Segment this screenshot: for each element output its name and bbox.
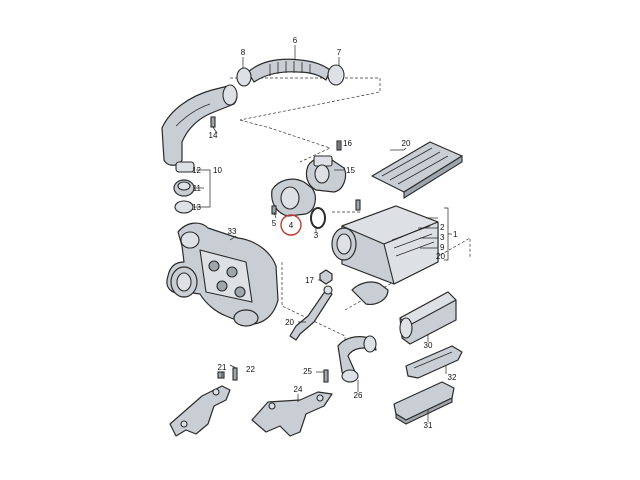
air-duct xyxy=(399,291,457,345)
callout-32: 32 xyxy=(448,373,457,382)
turbocharger-manifold xyxy=(166,222,279,327)
callout-33: 33 xyxy=(228,227,237,236)
upper-intake-hose xyxy=(236,58,345,87)
callout-20b: 20 xyxy=(436,252,445,261)
callout-20a: 20 xyxy=(402,139,411,148)
air-guide-upper xyxy=(405,345,463,379)
callout-24: 24 xyxy=(294,385,303,394)
callout-23: 22 xyxy=(246,365,255,374)
seal-ring xyxy=(310,207,326,229)
callout-22: 21 xyxy=(218,363,227,372)
callout-17: 17 xyxy=(305,276,314,285)
callout-11: 11 xyxy=(193,184,202,193)
air-mass-meter xyxy=(305,140,347,193)
intake-elbow xyxy=(337,335,377,383)
callout-8: 8 xyxy=(241,48,246,57)
mounting-bracket-left xyxy=(169,367,238,437)
callout-15: 15 xyxy=(346,166,355,175)
callout-3-left: 3 xyxy=(314,231,319,240)
callout-30: 30 xyxy=(424,341,433,350)
callout-9: 9 xyxy=(440,243,445,252)
air-filter-housing xyxy=(331,199,439,305)
callout-10: 10 xyxy=(213,166,222,175)
callout-7: 7 xyxy=(337,48,342,57)
leader-lines xyxy=(194,45,452,422)
grommet xyxy=(319,269,333,285)
callout-13: 13 xyxy=(192,203,201,212)
callout-1: 1 xyxy=(453,230,458,239)
callout-labels: 6 8 7 14 12 10 11 13 16 15 17 20 5 4 3 2… xyxy=(192,36,458,430)
callout-31: 31 xyxy=(424,421,433,430)
air-mass-meter-adaptor xyxy=(271,178,316,217)
breather-hose xyxy=(289,285,333,341)
callout-16: 16 xyxy=(343,139,352,148)
air-guide-lower xyxy=(393,381,455,425)
charge-air-pipe xyxy=(161,84,238,214)
callout-3: 3 xyxy=(440,233,445,242)
callout-4: 4 xyxy=(289,221,294,230)
callout-25: 25 xyxy=(303,367,312,376)
callout-14: 14 xyxy=(209,131,218,140)
callout-5: 5 xyxy=(272,219,277,228)
callout-6: 6 xyxy=(293,36,298,45)
mounting-bracket-right xyxy=(251,369,333,437)
air-filter-upper-cover xyxy=(371,141,463,199)
highlight-circle xyxy=(280,214,302,236)
callout-12: 12 xyxy=(192,166,201,175)
callout-2: 2 xyxy=(440,223,445,232)
callout-26: 26 xyxy=(354,391,363,400)
callout-21: 20 xyxy=(285,318,294,327)
